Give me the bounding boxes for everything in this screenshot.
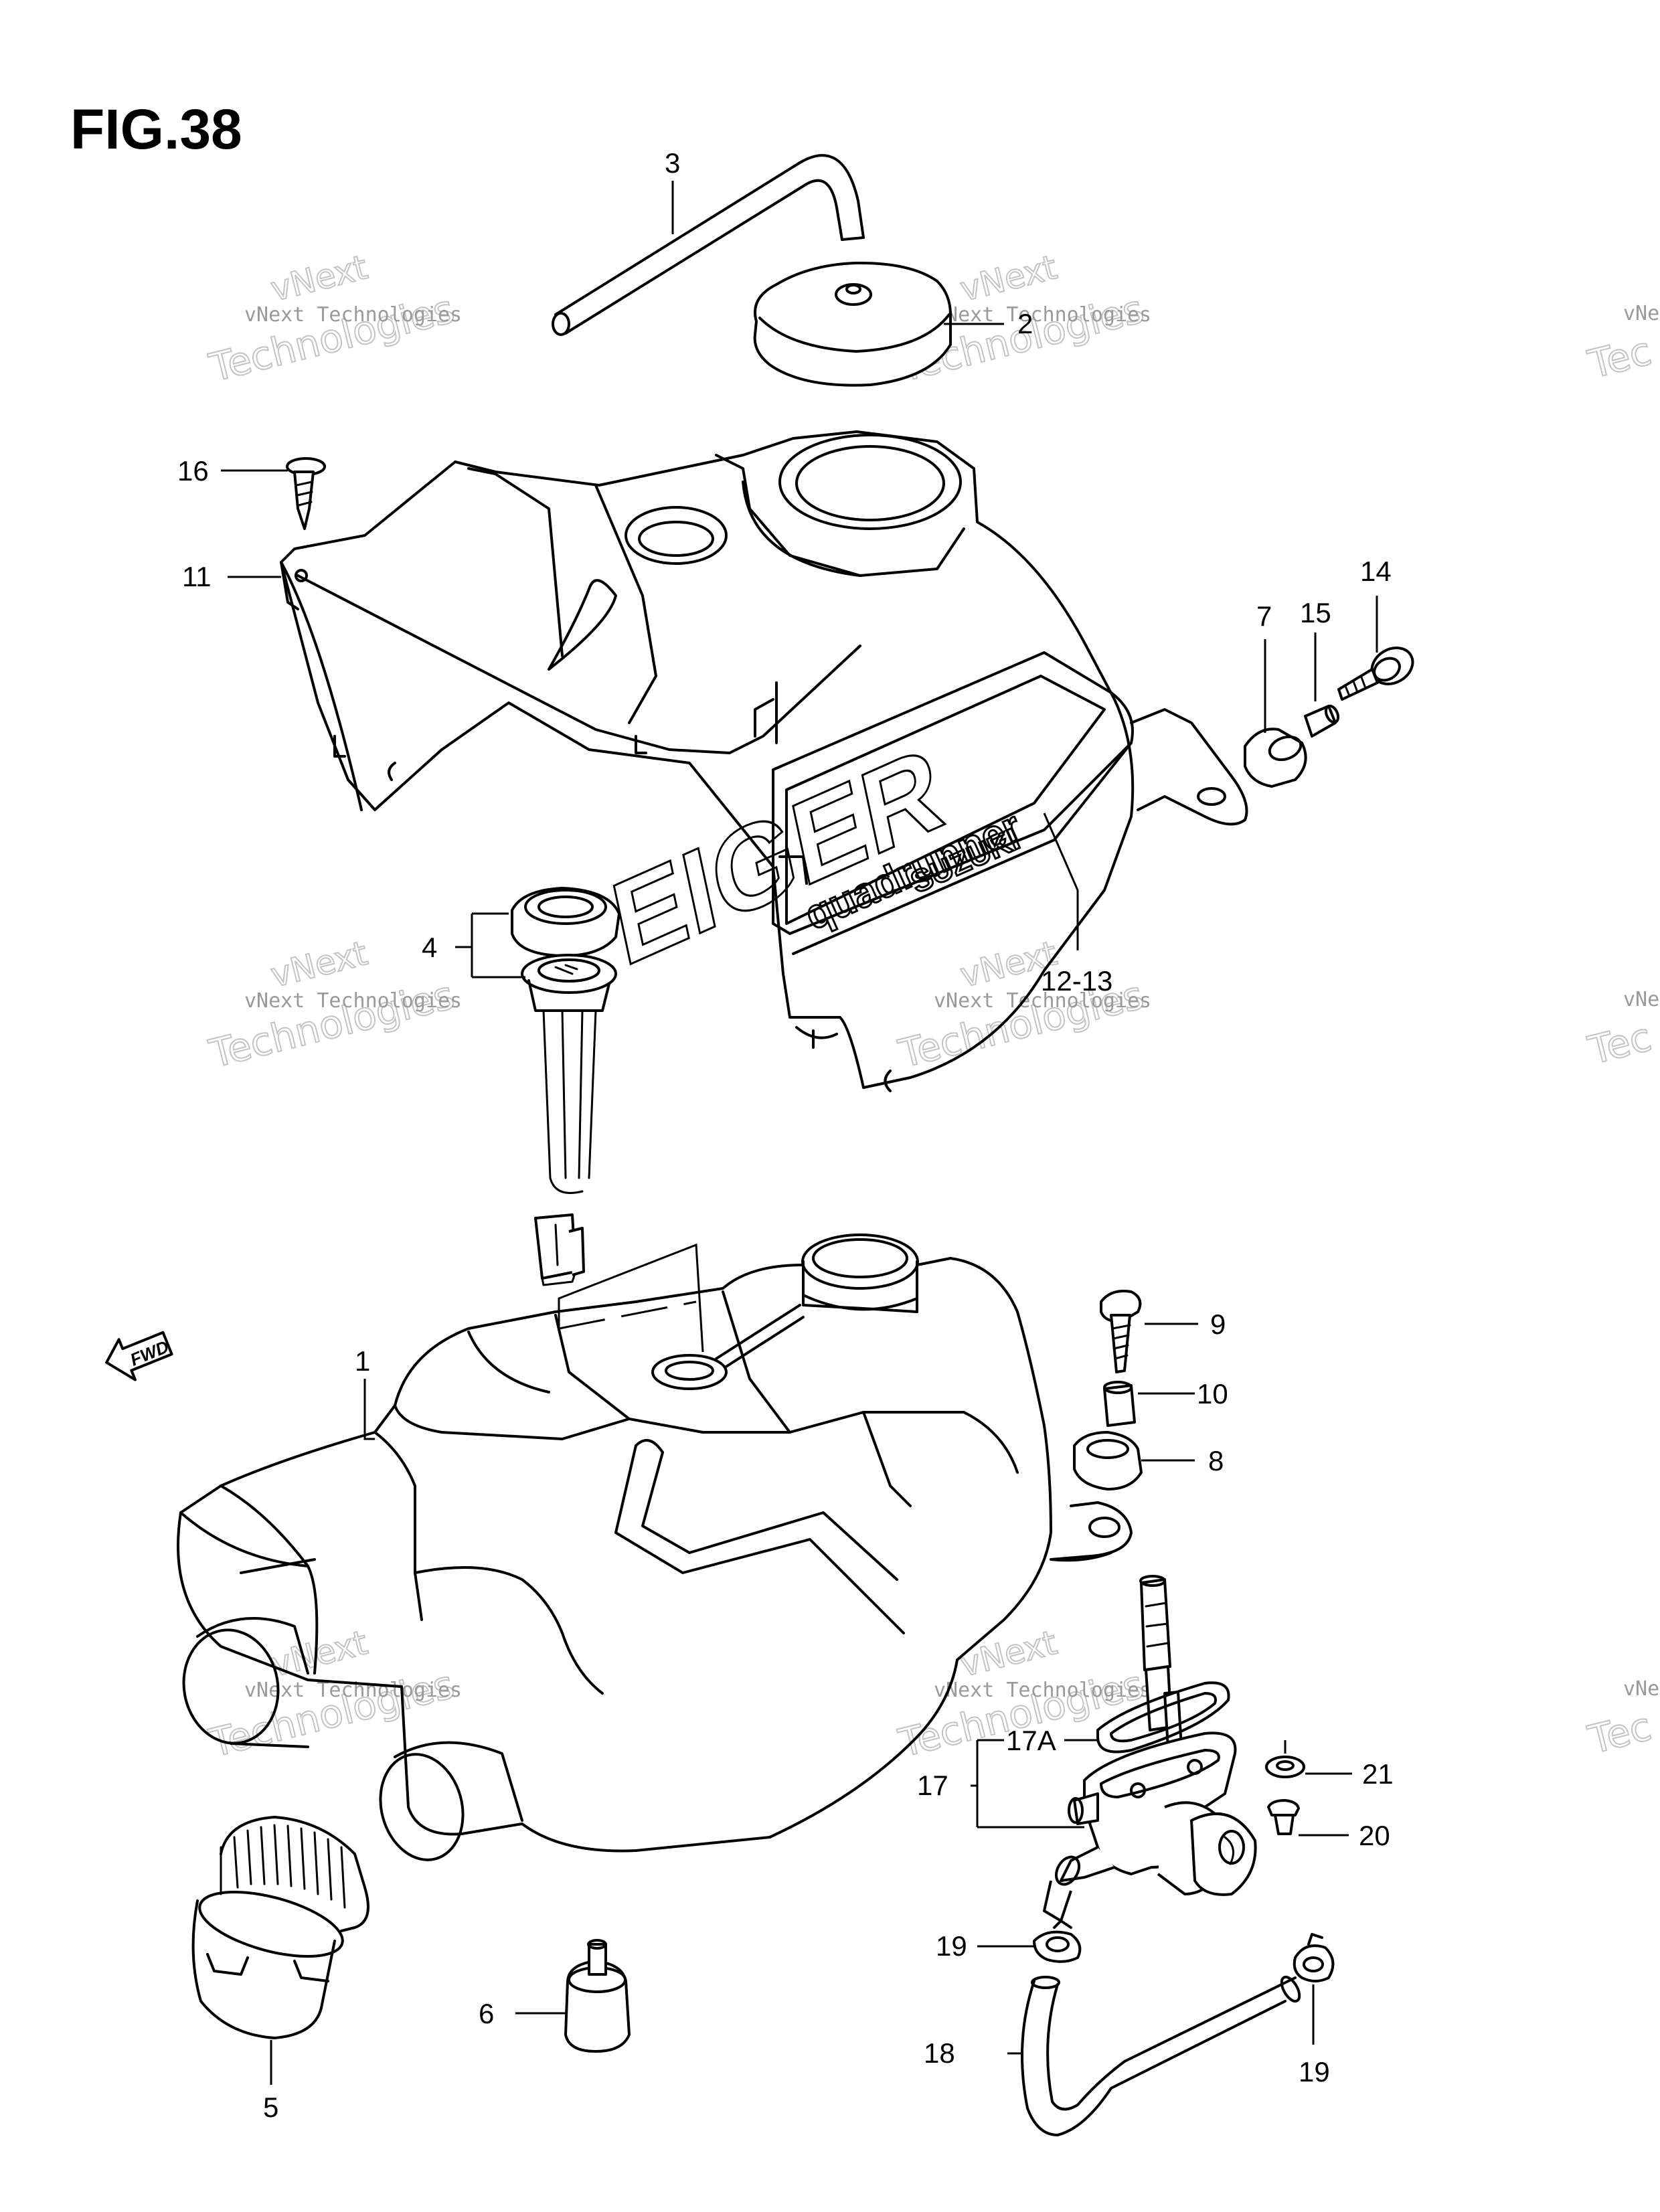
callout-4: 4 [422, 932, 437, 963]
figure-title: FIG.38 [70, 98, 242, 161]
part-15-collar[interactable] [1304, 704, 1341, 738]
svg-text:vNe: vNe [1623, 1677, 1659, 1701]
callout-3: 3 [665, 147, 680, 179]
svg-text:vNext: vNext [267, 1623, 371, 1685]
callout-1: 1 [355, 1345, 370, 1377]
svg-text:vNext Technologies: vNext Technologies [934, 303, 1151, 327]
callout-15: 15 [1300, 597, 1331, 628]
part-18-fuel-hose[interactable] [1021, 1974, 1303, 2136]
callout-2: 2 [1017, 308, 1033, 339]
svg-text:vNext Technologies: vNext Technologies [934, 1679, 1151, 1702]
watermark-mid-right-edge: vNe Tec [1583, 988, 1659, 1074]
callout-17a: 17A [1006, 1725, 1056, 1756]
part-6-damper[interactable] [564, 1939, 631, 2053]
svg-text:Tec: Tec [1584, 1703, 1656, 1763]
svg-text:vNext Technologies: vNext Technologies [244, 303, 462, 327]
svg-text:Technologies: Technologies [205, 1661, 459, 1766]
callout-9: 9 [1210, 1308, 1226, 1340]
svg-text:vNext: vNext [957, 248, 1061, 309]
svg-text:vNext: vNext [957, 1623, 1061, 1685]
part-7-grommet[interactable] [1244, 728, 1307, 788]
watermark-top-left: vNext Technologies vNext Technologies [204, 247, 462, 392]
part-3-breather-hose[interactable] [552, 154, 865, 336]
reference-line-gauge [558, 1243, 704, 1353]
watermark-mid-center: vNext Technologies vNext Technologies [894, 933, 1151, 1078]
part-8-grommet[interactable] [1073, 1431, 1143, 1491]
svg-text:vNe: vNe [1623, 302, 1659, 325]
watermark-top-right-edge: vNe Tec [1583, 302, 1659, 388]
part-19-clip-right[interactable] [1293, 1933, 1335, 1982]
callout-7: 7 [1256, 600, 1272, 632]
part-1-fuel-tank[interactable] [175, 1233, 1133, 1869]
svg-text:vNext Technologies: vNext Technologies [244, 989, 462, 1013]
callout-17: 17 [917, 1770, 948, 1801]
svg-text:Tec: Tec [1584, 328, 1656, 388]
callout-11: 11 [182, 561, 212, 592]
callout-14: 14 [1360, 556, 1392, 587]
svg-text:vNext: vNext [267, 934, 371, 995]
callout-12-13: 12-13 [1041, 965, 1112, 997]
part-10-collar[interactable] [1103, 1381, 1136, 1427]
part-14-bolt[interactable] [1337, 641, 1419, 701]
part-2-fuel-cap[interactable] [753, 261, 952, 387]
svg-text:vNe: vNe [1623, 988, 1659, 1011]
callout-8: 8 [1208, 1445, 1224, 1476]
svg-text:vNext Technologies: vNext Technologies [934, 989, 1151, 1013]
watermark-layer: vNext Technologies vNext Technologies vN… [204, 247, 1659, 1767]
part-17-fuel-cock[interactable] [1043, 1575, 1257, 1922]
leader-lines [221, 181, 1378, 2085]
callout-6: 6 [479, 1998, 494, 2029]
part-19-clip-left[interactable] [1033, 1920, 1082, 1963]
part-21-washer[interactable] [1265, 1756, 1305, 1778]
svg-text:Tec: Tec [1584, 1014, 1656, 1074]
callout-5: 5 [263, 2092, 278, 2123]
svg-text:Technologies: Technologies [205, 972, 459, 1076]
fwd-direction-arrow: FWD [105, 1331, 173, 1381]
callout-21: 21 [1362, 1758, 1394, 1790]
part-9-bolt[interactable] [1100, 1290, 1142, 1373]
callout-19-left: 19 [936, 1930, 967, 1962]
watermark-low-right-edge: vNe Tec [1583, 1677, 1659, 1764]
callout-18: 18 [924, 2037, 955, 2069]
callout-labels: 3 2 16 11 14 15 7 12-13 4 1 9 10 8 17A 1… [177, 147, 1394, 2123]
reference-dashed-line [558, 1300, 697, 1330]
callout-10: 10 [1197, 1378, 1228, 1410]
svg-text:Technologies: Technologies [205, 286, 459, 390]
callout-20: 20 [1359, 1820, 1390, 1851]
callout-19-right: 19 [1299, 2056, 1330, 2088]
part-4-fuel-gauge-assembly[interactable] [511, 887, 620, 1286]
part-16-screw[interactable] [286, 457, 326, 530]
part-5-hose-band[interactable] [191, 1816, 369, 2039]
part-20-screw[interactable] [1267, 1799, 1300, 1835]
callout-16: 16 [177, 455, 209, 487]
svg-text:vNext: vNext [267, 248, 371, 309]
